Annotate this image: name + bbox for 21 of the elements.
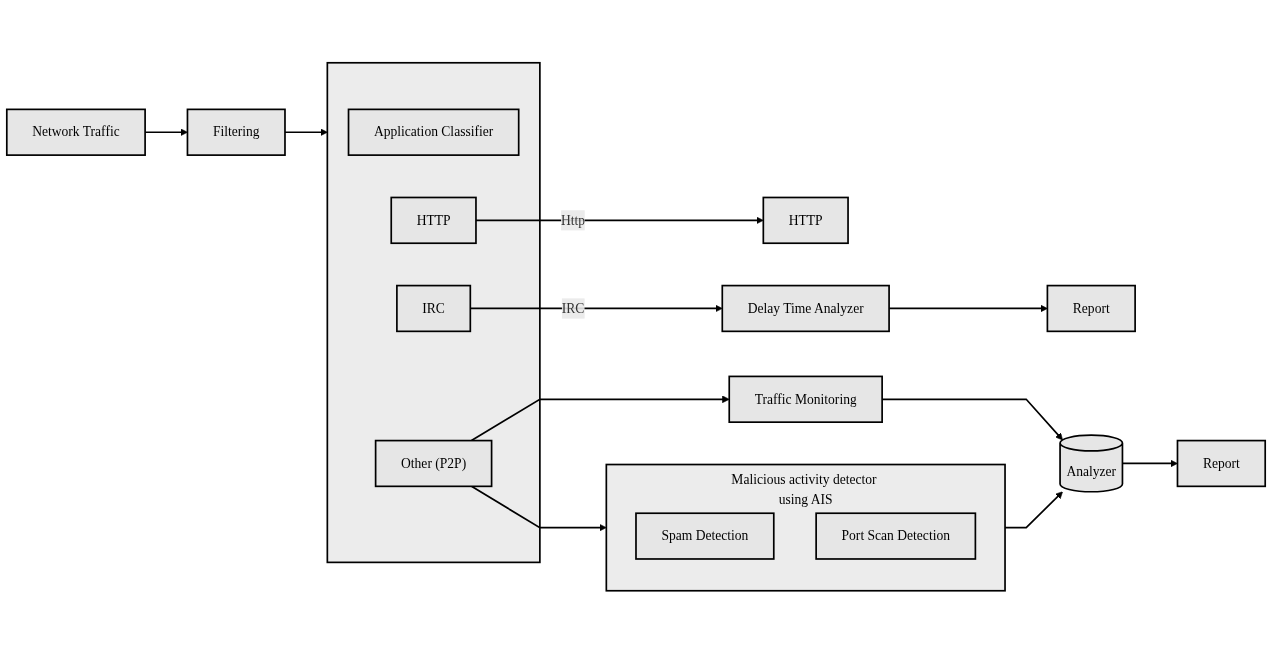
arrow — [470, 485, 607, 532]
cluster — [326, 61, 541, 563]
node-box: Port Scan Detection — [815, 512, 977, 560]
node-box: Filtering — [186, 108, 286, 156]
node-box: Report — [1176, 439, 1267, 487]
edge-label: IRC — [561, 300, 585, 315]
arrow — [1121, 459, 1178, 467]
node-box: Network Traffic — [5, 108, 146, 156]
node-box: Application Classifier — [347, 108, 520, 156]
arrow — [470, 395, 730, 442]
node-box: Spam Detection — [635, 512, 775, 560]
edge-label: Http — [561, 212, 586, 227]
node-box: Traffic Monitoring — [728, 375, 883, 423]
node-box: Report — [1046, 284, 1136, 332]
arrow — [475, 216, 764, 224]
node-box: HTTP — [390, 196, 477, 244]
node-box: Delay Time Analyzer — [721, 284, 890, 332]
node-box: HTTP — [762, 196, 849, 244]
arrow — [284, 128, 328, 136]
node-box: Other (P2P) — [374, 439, 493, 487]
node-box: IRC — [396, 284, 472, 332]
